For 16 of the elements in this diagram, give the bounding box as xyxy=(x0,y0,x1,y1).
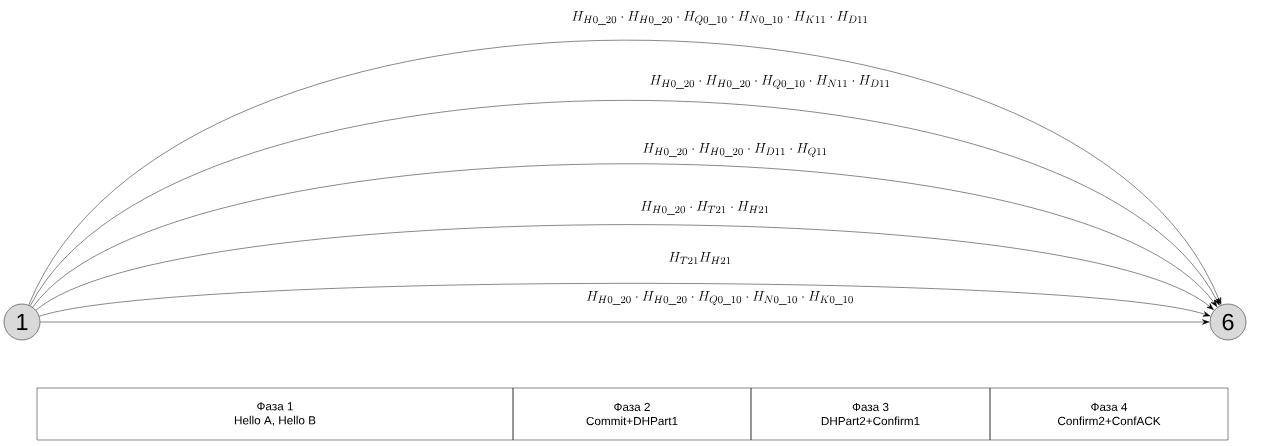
phase-cell: Фаза 2 Commit+DHPart1 xyxy=(512,387,752,441)
phase-cell: Фаза 3 DHPart2+Confirm1 xyxy=(750,387,991,441)
arrow xyxy=(30,100,1220,306)
edge-label: $H_{H0\_20}\cdot H_{H0\_20}\cdot H_{Q0\_10}\cdot H_{N0\_10}\cdot H_{K11}\cdot H_{D11}$ xyxy=(570,9,870,27)
edge-label: $H_{T21}H_{H21}$ xyxy=(667,250,733,266)
edge-label: $H_{H0\_20}\cdot H_{H0\_20}\cdot H_{Q0\_10}\cdot H_{N11}\cdot H_{D11}$ xyxy=(648,73,892,91)
arrow xyxy=(35,224,1214,311)
edge-label: $H_{H0\_20}\cdot H_{H0\_20}\cdot H_{Q0\_10}\cdot H_{N0\_10}\cdot H_{K0\_10}$ xyxy=(584,289,856,307)
arrow xyxy=(28,39,1222,306)
arrow xyxy=(39,283,1211,317)
edge-label: $H_{H0\_20}\cdot H_{H0\_20}\cdot H_{D11}\cdot H_{Q11}$ xyxy=(641,141,829,159)
arrow xyxy=(40,319,1210,325)
arrow xyxy=(32,163,1218,308)
phase-cell: Фаза 1 Hello A, Hello B xyxy=(36,387,514,441)
phase-cell: Фаза 4 Confirm2+ConfACK xyxy=(989,387,1229,441)
edge-label: $H_{H0\_20}\cdot H_{T21}\cdot H_{H21}$ xyxy=(639,199,771,217)
